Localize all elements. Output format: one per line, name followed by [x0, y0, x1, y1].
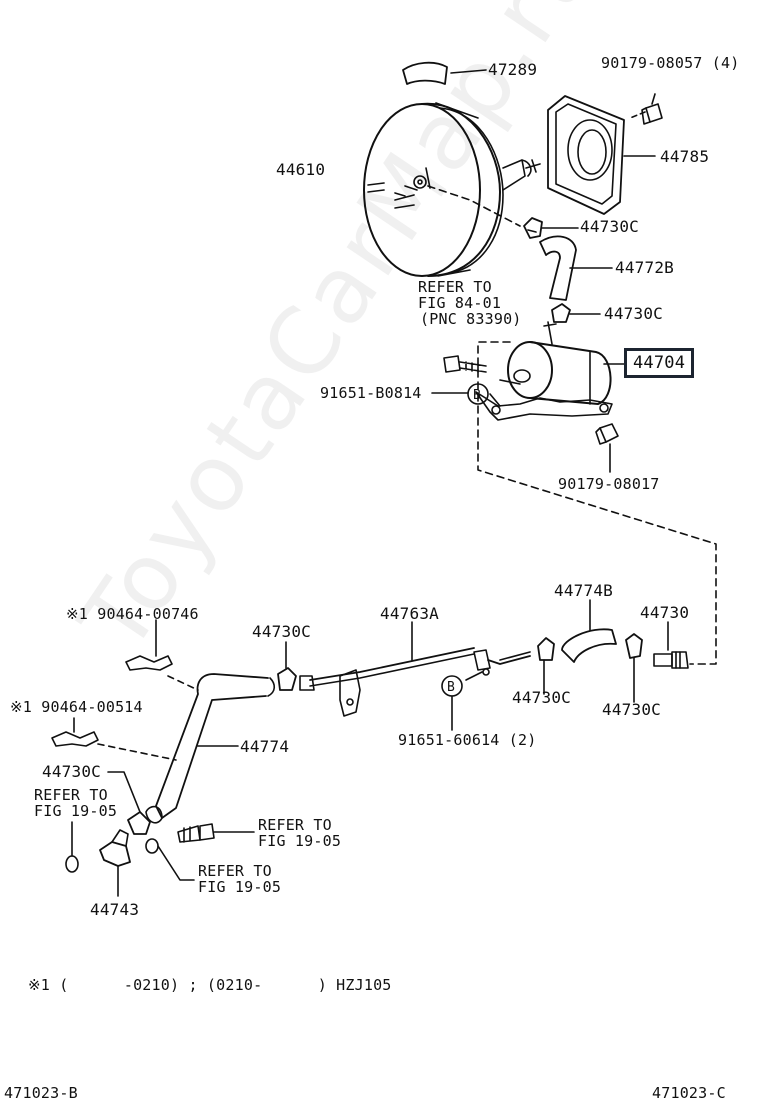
part-44730-union[interactable] — [653, 621, 689, 669]
part-44763a-pipe[interactable] — [299, 621, 531, 691]
label-90179-08017[interactable]: 90179-08017 — [558, 475, 660, 493]
label-44774[interactable]: 44774 — [240, 737, 290, 756]
label-90179-08057[interactable]: 90179-08057 (4) — [601, 54, 740, 72]
marker-b-upper: B — [473, 388, 482, 403]
refer-fig-19-05-a-line1[interactable]: REFER TO — [34, 786, 108, 804]
label-44730c-lower[interactable]: 44730C — [42, 762, 101, 781]
vacuum-tank-44704[interactable] — [475, 321, 613, 421]
part-44743-clamp[interactable] — [99, 829, 131, 897]
figure-code-left: 471023-B — [4, 1084, 78, 1102]
part-44785-gasket[interactable] — [547, 95, 656, 215]
label-47289[interactable]: 47289 — [488, 60, 538, 79]
label-44730c-top[interactable]: 44730C — [580, 217, 639, 236]
part-44730c-clip-right[interactable] — [625, 633, 643, 703]
part-90179-08057-nut[interactable] — [629, 93, 663, 125]
washer-left[interactable] — [65, 821, 79, 873]
part-90464-00514-clamp[interactable] — [51, 717, 177, 761]
label-44730[interactable]: 44730 — [640, 603, 690, 622]
refer-fig-19-05-b-line1[interactable]: REFER TO — [258, 816, 332, 834]
label-44730c-left[interactable]: 44730C — [252, 622, 311, 641]
label-44763a[interactable]: 44763A — [380, 604, 439, 623]
part-90179-08017-nut[interactable] — [595, 423, 619, 473]
part-44730c-clip-top[interactable] — [523, 217, 579, 239]
part-44772b-hose[interactable] — [539, 235, 613, 301]
label-44730c-center[interactable]: 44730C — [512, 688, 571, 707]
part-44774-hose[interactable] — [145, 673, 276, 824]
brake-booster[interactable] — [363, 102, 541, 277]
label-44730c-right[interactable]: 44730C — [602, 700, 661, 719]
part-91651-b0814-bolt[interactable] — [443, 355, 487, 373]
marker-b-lower: B — [447, 680, 456, 695]
label-44785[interactable]: 44785 — [660, 147, 710, 166]
part-44730c-clip-left[interactable] — [277, 641, 297, 691]
label-91651-60614[interactable]: 91651-60614 (2) — [398, 731, 537, 749]
label-44743[interactable]: 44743 — [90, 900, 140, 919]
figure-code-right: 471023-C — [652, 1084, 726, 1102]
applicability-footnote: ※1 ( -0210) ; (0210- ) HZJ105 — [28, 976, 392, 994]
refer-fig-84-01-line2[interactable]: FIG 84-01 — [418, 294, 502, 312]
marker-b-circle-lower — [441, 675, 463, 697]
part-44730c-clip-lower[interactable] — [107, 771, 151, 835]
refer-fig-19-05-b-line2[interactable]: FIG 19-05 — [258, 832, 342, 850]
part-44730c-clip-mid[interactable] — [551, 303, 601, 323]
refer-fig-19-05-c-line1[interactable]: REFER TO — [198, 862, 272, 880]
label-90464-00514[interactable]: ※1 90464-00514 — [10, 698, 143, 716]
label-91651-b0814[interactable]: 91651-B0814 — [320, 384, 422, 402]
part-44730c-clip-center[interactable] — [537, 637, 555, 695]
label-44730c-mid[interactable]: 44730C — [604, 304, 663, 323]
marker-b-circle-upper — [467, 383, 489, 405]
washer-center[interactable] — [145, 838, 195, 881]
refer-fig-19-05-a-line2[interactable]: FIG 19-05 — [34, 802, 118, 820]
refer-fig-19-05-c-line2[interactable]: FIG 19-05 — [198, 878, 282, 896]
part-90464-00746-clamp[interactable] — [125, 619, 199, 691]
part-44774b-hose[interactable] — [561, 599, 617, 663]
pipe-bracket[interactable] — [339, 668, 490, 717]
label-44772b[interactable]: 44772B — [615, 258, 674, 277]
refer-fig-84-01-line3[interactable]: (PNC 83390) — [420, 310, 522, 328]
part-47289-seal[interactable] — [402, 61, 487, 85]
label-44704-highlighted[interactable]: 44704 — [624, 348, 695, 378]
bolt-fig-19-05[interactable] — [177, 823, 255, 843]
label-90464-00746[interactable]: ※1 90464-00746 — [66, 605, 199, 623]
label-44610[interactable]: 44610 — [276, 160, 326, 179]
label-44774b[interactable]: 44774B — [554, 581, 613, 600]
refer-fig-84-01-line1[interactable]: REFER TO — [418, 278, 492, 296]
